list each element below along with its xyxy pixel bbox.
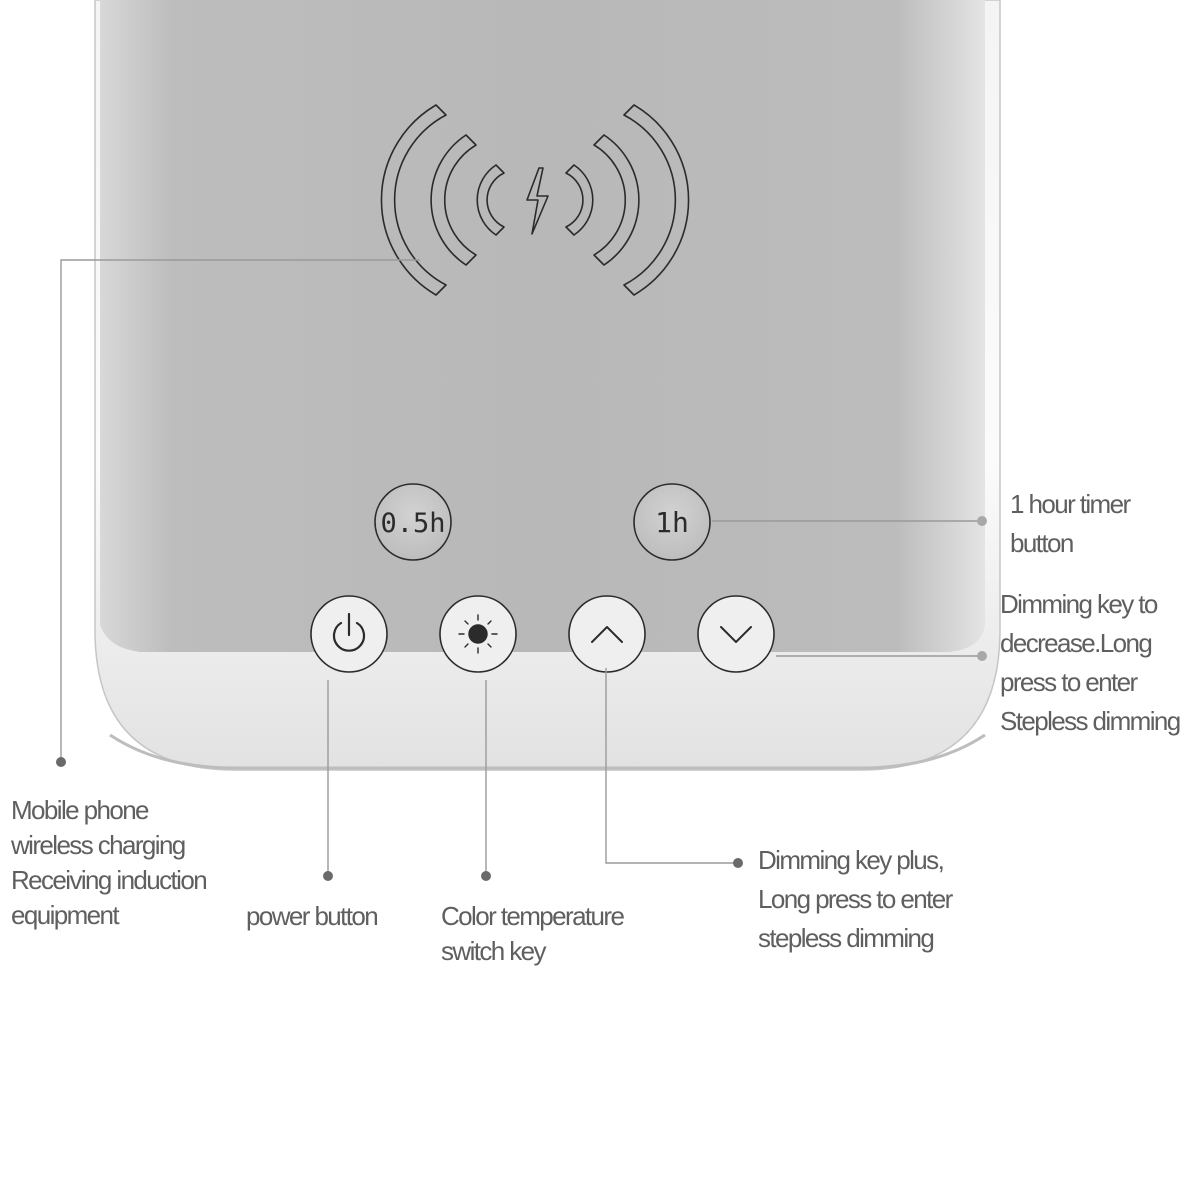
- leader-dot-color-temperature: [481, 871, 491, 881]
- timer-button-half-hour-label: 0.5h: [380, 508, 445, 539]
- label-line: Mobile phone: [11, 795, 150, 825]
- label-wireless-charging: Mobile phone wireless charging Receiving…: [11, 793, 208, 933]
- label-one-hour-timer: 1 hour timer button: [1010, 485, 1131, 563]
- label-line: button: [1010, 528, 1074, 558]
- sun-icon: [458, 614, 498, 654]
- wireless-charging-icon: [380, 104, 690, 296]
- label-line: press to enter: [1000, 667, 1138, 697]
- label-line: decrease.Long: [1000, 628, 1153, 658]
- leader-lines: [60, 259, 982, 876]
- label-line: Color temperature: [441, 901, 625, 931]
- leader-line-dimming-plus: [605, 668, 738, 864]
- timer-button-one-hour-label: 1h: [655, 506, 689, 539]
- chevron-up-icon: [591, 626, 623, 643]
- leader-dot-wireless-charging: [56, 757, 66, 767]
- leader-dot-dimming-minus: [977, 651, 987, 661]
- leader-dot-one-hour: [977, 516, 987, 526]
- label-line: switch key: [441, 936, 547, 966]
- label-color-temperature: Color temperature switch key: [441, 899, 625, 969]
- dimming-plus-button[interactable]: [568, 595, 646, 673]
- label-power-button: power button: [246, 899, 379, 934]
- leader-dot-power: [323, 871, 333, 881]
- lightning-bolt-icon: [526, 167, 549, 235]
- timer-button-half-hour[interactable]: 0.5h: [374, 483, 452, 561]
- label-line: power button: [246, 901, 379, 931]
- power-button[interactable]: [310, 595, 388, 673]
- label-line: 1 hour timer: [1010, 489, 1131, 519]
- device-body: [94, 0, 1001, 771]
- timer-button-one-hour[interactable]: 1h: [633, 483, 711, 561]
- label-dimming-minus: Dimming key to decrease.Long press to en…: [1000, 585, 1181, 741]
- label-dimming-plus: Dimming key plus, Long press to enter st…: [758, 841, 953, 958]
- dimming-minus-button[interactable]: [697, 595, 775, 673]
- label-line: Receiving induction: [11, 865, 208, 895]
- leader-dots: [56, 516, 987, 881]
- device-bottom-edge: [109, 733, 986, 770]
- chevron-down-icon: [720, 626, 752, 643]
- power-icon: [332, 612, 366, 652]
- label-line: wireless charging: [11, 830, 186, 860]
- color-temperature-button[interactable]: [439, 595, 517, 673]
- label-line: Dimming key plus,: [758, 845, 945, 875]
- label-line: equipment: [11, 900, 120, 930]
- label-line: Stepless dimming: [1000, 706, 1181, 736]
- label-line: stepless dimming: [758, 923, 935, 953]
- label-line: Dimming key to: [1000, 589, 1158, 619]
- device-panel: [100, 0, 985, 652]
- leader-line-wireless-charging: [60, 259, 420, 762]
- label-line: Long press to enter: [758, 884, 953, 914]
- leader-dot-dimming-plus: [733, 858, 743, 868]
